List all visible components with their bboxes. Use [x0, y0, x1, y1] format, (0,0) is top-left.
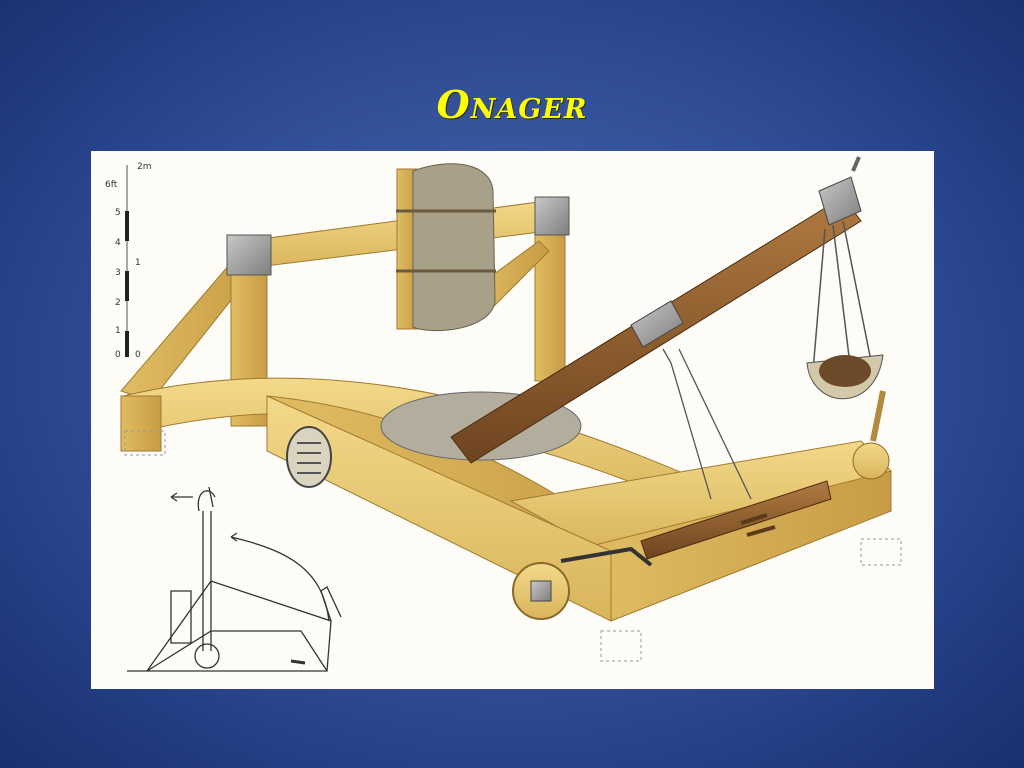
scale-meter-0: 0: [135, 350, 141, 360]
scale-tick-3: 3: [115, 268, 121, 278]
scale-tick-4: 4: [115, 238, 121, 248]
scale-tick-2: 2: [115, 298, 121, 308]
inset-side-view-diagram: [127, 486, 342, 672]
scale-meter-1: 1: [135, 258, 141, 268]
onager-illustration: 6ft 2m 5 4 3 2 1 0 1 0: [91, 151, 934, 689]
scale-meters-unit: 2m: [137, 162, 152, 172]
buffer-pad: [396, 163, 496, 332]
scale-feet-unit: 6ft: [105, 180, 118, 190]
winch: [512, 348, 890, 620]
measurement-scale: 6ft 2m 5 4 3 2 1 0 1 0: [105, 162, 152, 360]
base-frame: [120, 377, 902, 662]
onager-drawing: 6ft 2m 5 4 3 2 1 0 1 0: [105, 156, 902, 672]
sling: [806, 220, 884, 400]
scale-tick-0: 0: [115, 350, 121, 360]
scale-tick-5: 5: [115, 208, 121, 218]
slide-title: Onager: [436, 82, 588, 127]
throwing-arm: [450, 156, 862, 464]
scale-tick-1: 1: [115, 326, 121, 336]
